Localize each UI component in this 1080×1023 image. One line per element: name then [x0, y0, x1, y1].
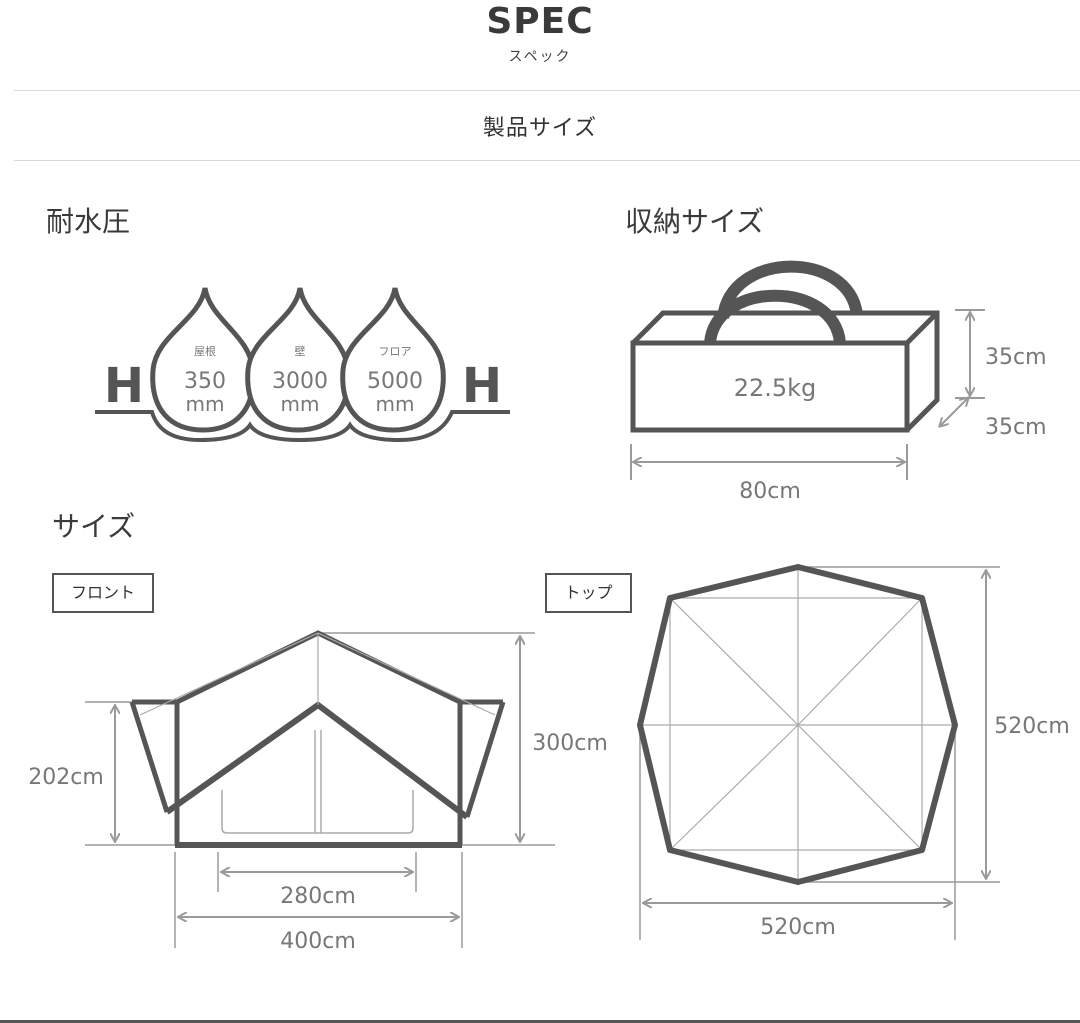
front-view-figure [85, 630, 555, 848]
storage-weight: 22.5kg [734, 374, 817, 402]
size-heading: サイズ [52, 510, 136, 543]
storage-height-label: 35cm [985, 345, 1047, 370]
top-depth-label: 520cm [994, 714, 1070, 739]
spec-title: SPEC [486, 1, 594, 42]
top-spoke-se [797, 724, 923, 851]
bag-box-edge [905, 311, 939, 345]
drop-floor-unit: mm [376, 392, 415, 416]
front-roof-inner [165, 701, 469, 820]
drop-wall-unit: mm [281, 392, 320, 416]
waterproof-figure [95, 287, 510, 443]
front-door-frame [221, 790, 414, 834]
front-wing-left-edge [129, 701, 170, 813]
storage-depth-label: 35cm [985, 415, 1047, 440]
drop-roof-value: 350 [184, 369, 226, 394]
front-guy-left [139, 632, 319, 716]
top-spoke-ne [797, 597, 923, 726]
bottom-border [0, 1020, 1080, 1023]
bag-handle-back [717, 260, 863, 320]
top-spoke-sw [669, 724, 799, 851]
storage-width-label: 80cm [739, 479, 801, 504]
drop-wall-label: 壁 [295, 344, 306, 358]
baseline-wave [95, 410, 510, 443]
front-guy-right [317, 632, 496, 716]
drop-wall-shape [245, 287, 351, 433]
h-right-label: H [462, 358, 502, 414]
front-view-tag: フロント [52, 573, 154, 613]
front-total-width-label: 400cm [280, 929, 356, 954]
drop-roof-unit: mm [186, 392, 225, 416]
section-title: 製品サイズ [482, 116, 598, 141]
drop-roof-label: 屋根 [194, 344, 216, 358]
spec-subtitle: スペック [508, 49, 572, 65]
top-octagon-outline [637, 564, 958, 885]
bag-box-front [630, 340, 910, 433]
storage-bag-figure [630, 260, 940, 433]
h-left-label: H [104, 358, 144, 414]
top-view-figure [637, 564, 1000, 940]
storage-depth-arrow [940, 398, 968, 426]
drop-floor-value: 5000 [367, 369, 423, 394]
front-door-width-label: 280cm [280, 884, 356, 909]
drop-roof-shape [150, 287, 256, 433]
drop-floor-label: フロア [379, 345, 412, 358]
top-spoke-nw [669, 597, 799, 726]
drop-wall-value: 3000 [272, 369, 328, 394]
top-view-tag: トップ [545, 573, 632, 613]
front-height-202-label: 202cm [28, 765, 104, 790]
bag-handle-front [704, 289, 846, 345]
divider-bottom [14, 160, 1080, 161]
waterproof-heading: 耐水圧 [46, 205, 131, 238]
front-wing-right-edge [464, 701, 506, 818]
storage-heading: 収納サイズ [625, 205, 765, 238]
drop-floor-shape [340, 287, 446, 433]
top-width-label: 520cm [760, 915, 836, 940]
divider-top [14, 90, 1080, 91]
front-height-300-label: 300cm [532, 731, 608, 756]
